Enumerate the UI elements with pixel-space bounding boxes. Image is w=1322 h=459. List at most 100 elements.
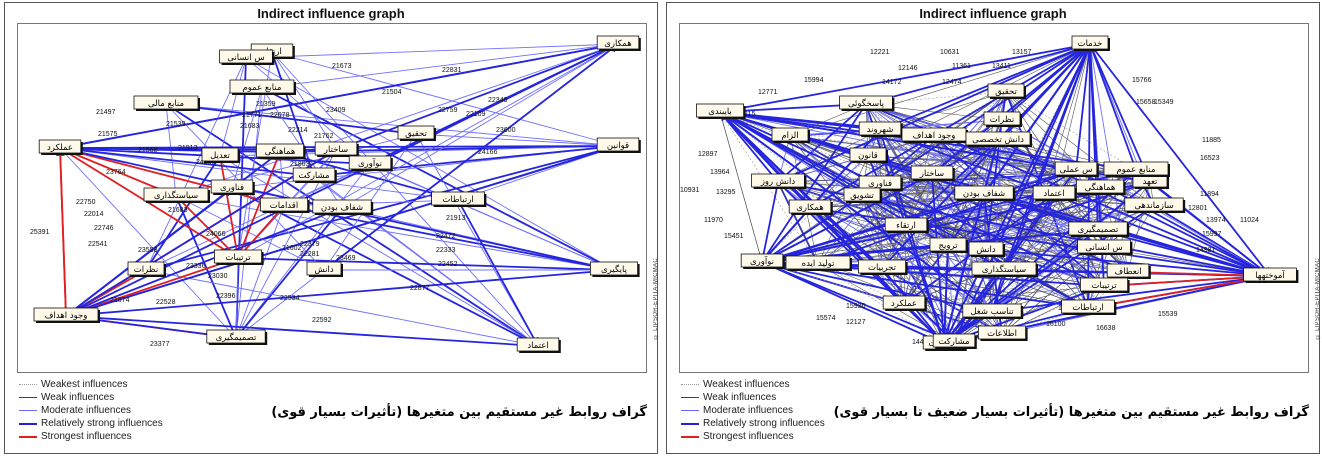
influence-edge — [719, 108, 1077, 171]
legend-label: Strongest influences — [41, 431, 132, 442]
legend-swatch — [19, 410, 37, 411]
influence-edge — [235, 269, 325, 339]
node-box — [516, 337, 560, 352]
graph-node: انعطاف — [1106, 263, 1151, 279]
legend-item-weak: Weak influences — [19, 391, 163, 404]
graph-node: عملکرد — [882, 295, 927, 311]
influence-edge — [931, 43, 1091, 175]
influence-edge — [777, 129, 881, 183]
node-label: هماهنگی — [1085, 182, 1116, 193]
influence-edge — [175, 195, 237, 339]
node-box — [133, 95, 199, 110]
legend-label: Weak influences — [703, 392, 777, 403]
edge-weight-label: 14981 — [1196, 247, 1216, 254]
influence-edge — [817, 181, 1151, 265]
node-box — [910, 165, 954, 180]
node-box — [968, 241, 1004, 256]
figure-caption: گراف روابط غیر مستقیم بین متغیرها (تأثیر… — [833, 405, 1309, 420]
legend-swatch — [681, 397, 699, 398]
edge-weight-label: 21359 — [256, 101, 276, 108]
node-label: بایبندی — [708, 107, 732, 117]
node-label: منابع عموم — [243, 83, 282, 93]
node-box — [201, 147, 239, 162]
influence-edge — [235, 163, 371, 339]
edge-weight-label: 15574 — [816, 315, 836, 322]
node-label: قانون — [858, 151, 878, 161]
node-label: وجود اهداف — [913, 131, 956, 141]
influence-edge — [59, 147, 285, 209]
influence-edge — [817, 173, 933, 265]
node-box — [843, 187, 881, 202]
node-label: فناوری — [868, 179, 892, 189]
graph-node: فناوری — [210, 179, 255, 195]
node-box — [695, 103, 745, 118]
edge-weight-label: 15451 — [724, 233, 744, 240]
edge-weight-label: 23030 — [208, 273, 228, 280]
influence-edge — [879, 129, 946, 345]
node-label: پایگیری — [601, 264, 628, 275]
influence-edge — [881, 181, 1151, 269]
edge-weight-label: 10631 — [940, 49, 960, 56]
influence-edge — [283, 205, 615, 273]
graph-node: س عملی — [1054, 161, 1099, 177]
influence-edge — [175, 43, 619, 197]
influence-edge — [234, 87, 263, 339]
edge-weight-label: 11970 — [704, 217, 723, 224]
node-label: منابع مالی — [148, 99, 184, 109]
influence-edge — [59, 41, 619, 149]
graph-node: تحقیق — [987, 83, 1026, 99]
node-box — [857, 259, 906, 274]
edge-weight-label: 21771 — [242, 112, 262, 119]
node-box — [397, 125, 435, 140]
influence-edge — [777, 181, 1105, 287]
edge-weight-label: 11361 — [952, 63, 971, 70]
influence-edge — [761, 43, 1091, 263]
graph-node: هماهنگی — [255, 143, 306, 159]
node-box — [1103, 161, 1169, 176]
node-box — [292, 167, 336, 182]
graph-node: ارتقاء — [884, 217, 929, 233]
edge-weight-label: 14439 — [912, 339, 932, 346]
node-box — [1106, 263, 1150, 278]
edge-weight-label: 23409 — [326, 107, 346, 114]
node-label: شفاف بودن — [321, 203, 363, 213]
node-box — [1077, 239, 1131, 254]
graph-node: قانون — [849, 147, 888, 163]
graph-node: منابع عموم — [1103, 161, 1170, 177]
edge-weight-label: 12801 — [1188, 205, 1208, 212]
influence-edge — [879, 183, 945, 345]
node-label: س انسانی — [227, 53, 264, 63]
legend-item-relatively-strong: Relatively strong influences — [681, 417, 825, 430]
edge-weight-label: 21683 — [168, 207, 188, 214]
graph-node: اطلاعات — [977, 325, 1028, 341]
edge-weight-label: 13295 — [716, 189, 736, 196]
edge-weight-label: 21497 — [96, 109, 116, 116]
edge-weight-label: 15658 — [1136, 99, 1156, 106]
node-box — [312, 199, 372, 214]
influence-edge — [719, 109, 933, 175]
edge-weight-label: 15539 — [1158, 311, 1178, 318]
edge-weight-label: 13974 — [1206, 217, 1226, 224]
node-box — [229, 79, 295, 94]
node-label: آموختهها — [1255, 269, 1285, 281]
edge-weight-label: 22592 — [312, 317, 332, 324]
legend-swatch — [19, 422, 37, 425]
influence-edge — [219, 155, 539, 347]
influence-edge — [59, 147, 71, 317]
edge-weight-label: 21913 — [178, 145, 198, 152]
node-label: دانش — [976, 245, 996, 255]
graph-node: تحقیق — [397, 125, 436, 141]
node-box — [127, 261, 165, 276]
legend-label: Weakest influences — [41, 379, 128, 390]
node-label: منابع عموم — [1117, 165, 1156, 175]
edge-weight-label: 16638 — [1096, 325, 1116, 332]
influence-edge — [997, 139, 1055, 195]
influence-edge — [761, 169, 1137, 265]
node-label: انعطاف — [1114, 267, 1141, 277]
copyright-note: © LIPSOR-EPITA-MICMAC — [1315, 258, 1321, 340]
node-box — [143, 187, 209, 202]
graph-node: الزام — [771, 127, 810, 143]
influence-edge — [817, 263, 945, 345]
influence-edge — [165, 103, 417, 138]
